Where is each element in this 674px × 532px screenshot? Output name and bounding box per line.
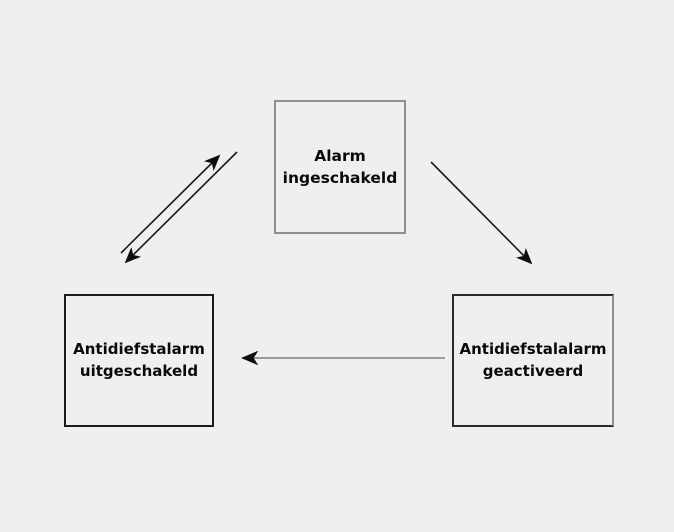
state-label-line-1: Antidiefstalalarm — [459, 340, 607, 359]
state-label-line-2: ingeschakeld — [282, 169, 398, 187]
arrow-uitgeschakeld-to-ingeschakeld — [120, 154, 221, 254]
state-label-line-1: Alarm — [314, 147, 366, 165]
state-label-line-2: uitgeschakeld — [79, 361, 199, 380]
state-box-antidiefstalalarm-geactiveerd[interactable]: Antidiefstalalarm geactiveerd — [452, 294, 614, 427]
state-label-antidiefstalarm-uitgeschakeld: Antidiefstalarm uitgeschakeld — [73, 339, 205, 382]
state-box-alarm-ingeschakeld[interactable]: Alarm ingeschakeld — [274, 100, 406, 234]
arrow-ingeschakeld-to-uitgeschakeld — [124, 151, 238, 264]
state-label-alarm-ingeschakeld: Alarm ingeschakeld — [283, 145, 398, 189]
state-label-line-1: Antidiefstalarm — [73, 340, 205, 359]
state-label-antidiefstalalarm-geactiveerd: Antidiefstalalarm geactiveerd — [460, 339, 607, 382]
state-label-line-2: geactiveerd — [482, 361, 584, 380]
arrow-ingeschakeld-to-geactiveerd — [430, 161, 533, 265]
state-box-antidiefstalarm-uitgeschakeld[interactable]: Antidiefstalarm uitgeschakeld — [64, 294, 214, 427]
